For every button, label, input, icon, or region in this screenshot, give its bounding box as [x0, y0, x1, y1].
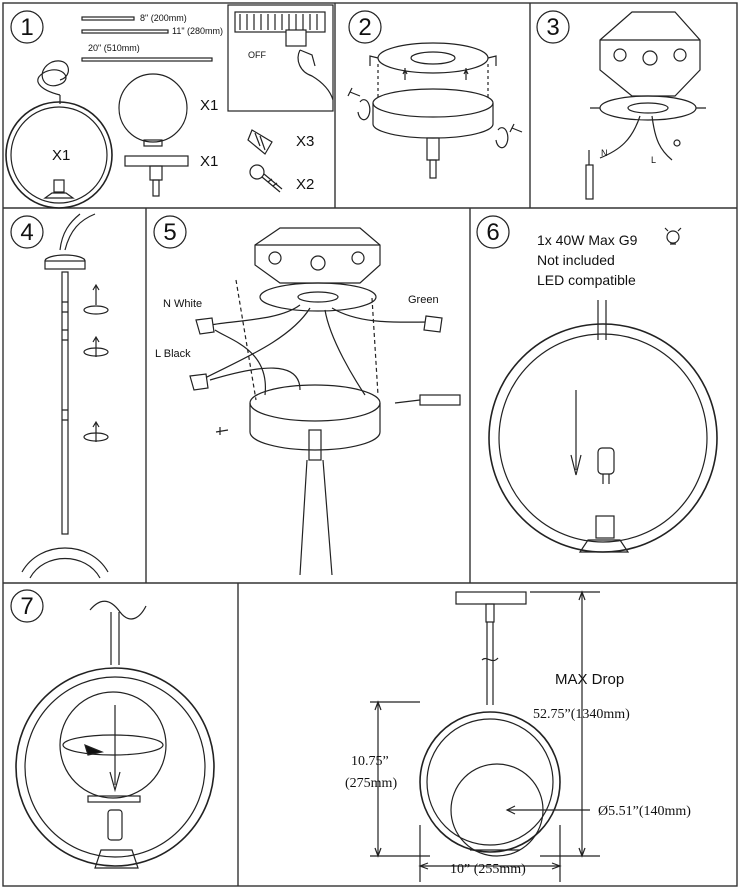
svg-text:X1: X1 — [200, 153, 218, 170]
svg-text:4: 4 — [20, 219, 33, 246]
wire-nut-icon: X3 — [247, 129, 314, 155]
canopy-part: X1 — [124, 153, 218, 197]
screwdriver-icon — [394, 394, 461, 406]
glass-globe: X1 — [118, 73, 218, 147]
svg-text:52.75”(1340mm): 52.75”(1340mm) — [533, 707, 630, 722]
panel-7-globe-install — [15, 600, 215, 869]
screwdriver-icon — [585, 150, 594, 200]
svg-text:10” (255mm): 10” (255mm) — [450, 862, 526, 877]
coiled-cable-icon — [37, 60, 69, 104]
svg-text:N White: N White — [163, 298, 202, 310]
hand-icon — [297, 49, 334, 101]
rotate-arrow-icon — [357, 99, 371, 121]
step-number-4: 4 — [10, 215, 44, 249]
panel-2-bracket — [347, 42, 523, 179]
step-number-3: 3 — [536, 10, 570, 44]
svg-text:2: 2 — [358, 14, 371, 41]
svg-text:X2: X2 — [296, 176, 314, 193]
power-switch-box: OFF — [227, 4, 334, 112]
screw-icon — [509, 123, 523, 133]
svg-text:6: 6 — [486, 219, 499, 246]
down-arrow-icon — [570, 390, 582, 476]
rod-11in: 11" (280mm) — [81, 26, 223, 36]
panel-6-bulb: 1x 40W Max G9 Not included LED compatibl… — [488, 227, 718, 553]
rotate-arrow-icon — [83, 283, 109, 315]
panel-dimensions: MAX Drop 52.75”(1340mm) 10.75” (275mm) Ø… — [345, 590, 691, 882]
svg-text:OFF: OFF — [248, 50, 266, 60]
screw-icon — [347, 87, 361, 97]
svg-text:11" (280mm): 11" (280mm) — [172, 26, 223, 36]
rotate-arrow-icon — [495, 127, 509, 149]
rotate-arrow-icon — [84, 743, 105, 756]
svg-text:Not included: Not included — [537, 252, 615, 268]
step-number-5: 5 — [153, 215, 187, 249]
rotate-arrow-icon — [83, 420, 109, 442]
rotate-arrow-icon — [83, 335, 109, 357]
panel-3-junction-box: N L — [585, 11, 706, 200]
svg-text:3: 3 — [546, 14, 559, 41]
svg-text:X3: X3 — [296, 133, 314, 150]
bulb-icon — [664, 227, 682, 245]
svg-text:X1: X1 — [200, 97, 218, 114]
svg-text:5: 5 — [163, 219, 176, 246]
wire-nut-icon — [195, 317, 215, 335]
svg-text:LED compatible: LED compatible — [537, 272, 636, 288]
panel-1-parts: 8" (200mm) 11" (280mm) 20" (510mm) X1 X1 — [5, 4, 334, 209]
panel-4-rod-assembly — [21, 213, 109, 579]
svg-text:MAX Drop: MAX Drop — [555, 671, 624, 688]
svg-text:X1: X1 — [52, 147, 70, 164]
wire-nut-icon — [423, 315, 443, 333]
svg-text:1: 1 — [20, 14, 33, 41]
screw-icon — [215, 427, 229, 435]
svg-text:Green: Green — [408, 294, 439, 306]
svg-text:10.75”: 10.75” — [351, 754, 389, 769]
svg-text:L Black: L Black — [155, 348, 191, 360]
screw-icon: X2 — [249, 164, 314, 193]
step-number-2: 2 — [348, 10, 382, 44]
svg-text:N: N — [601, 148, 608, 158]
step-number-6: 6 — [476, 215, 510, 249]
panel-5-wiring: N White L Black Green — [155, 227, 461, 576]
g9-bulb-icon — [597, 447, 615, 484]
down-arrow-icon — [109, 705, 121, 793]
svg-text:(275mm): (275mm) — [345, 776, 397, 791]
rod-8in: 8" (200mm) — [81, 13, 187, 23]
step-number-7: 7 — [10, 589, 44, 623]
step-number-1: 1 — [10, 10, 44, 44]
svg-text:Ø5.51”(140mm): Ø5.51”(140mm) — [598, 804, 691, 819]
ring-frame: X1 — [5, 101, 113, 209]
wire-nut-icon — [189, 373, 209, 391]
svg-text:8" (200mm): 8" (200mm) — [140, 13, 187, 23]
svg-text:1x 40W Max G9: 1x 40W Max G9 — [537, 232, 638, 248]
svg-text:20" (510mm): 20" (510mm) — [88, 43, 140, 53]
rod-20in — [81, 57, 213, 62]
svg-text:7: 7 — [20, 593, 33, 620]
svg-text:L: L — [651, 155, 656, 165]
ground-icon — [673, 139, 681, 147]
